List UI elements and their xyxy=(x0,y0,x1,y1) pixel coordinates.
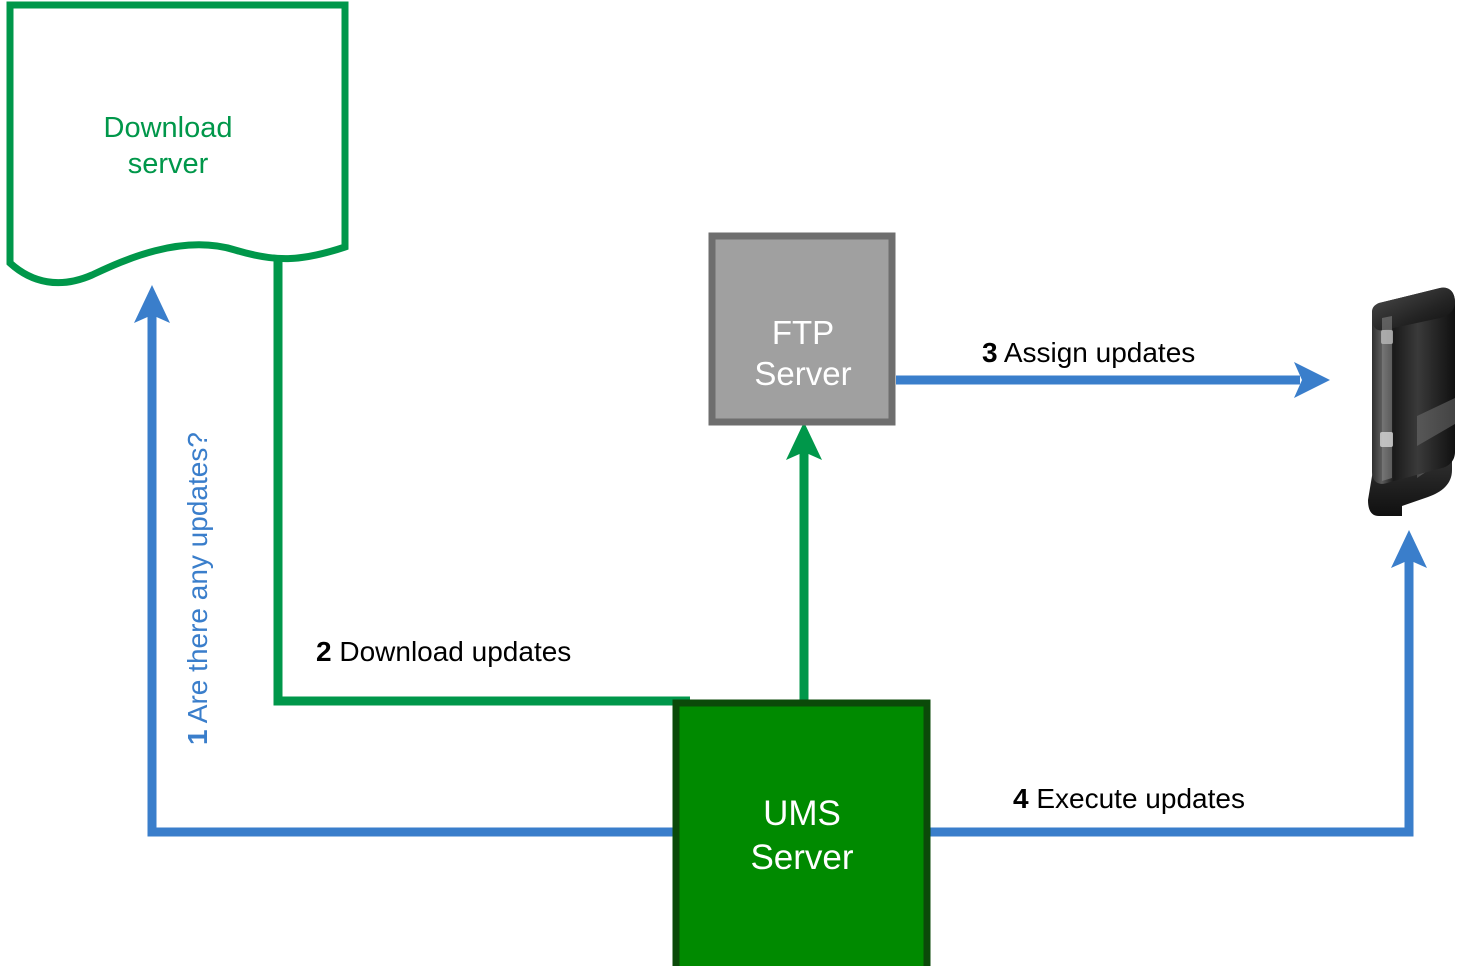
download-server-label-line1: Download xyxy=(104,112,233,144)
edge-3-label-text: 3 Assign updates xyxy=(982,337,1195,368)
edge-ums-to-ftp-arrow xyxy=(786,422,822,700)
edge-1-label-text: 1 Are there any updates? xyxy=(182,432,213,745)
edge-4-label: 4 Execute updates xyxy=(1013,783,1245,814)
edge-3-assign-updates xyxy=(896,362,1330,398)
edge-1-arrowhead xyxy=(134,285,170,323)
node-ftp-server[interactable]: FTP Server xyxy=(708,232,896,426)
ftp-server-label-line2: Server xyxy=(754,355,851,392)
edge-3-step-number: 3 xyxy=(982,337,998,368)
edge-4-execute-updates xyxy=(930,530,1427,837)
edge-4-step-number: 4 xyxy=(1013,783,1029,814)
ums-server-label-line1: UMS xyxy=(763,794,841,833)
download-server-label-line2: server xyxy=(128,148,209,180)
ftp-server-label-line1: FTP xyxy=(772,314,834,351)
device-power-icon xyxy=(1380,432,1393,447)
edge-1-are-there-any-updates xyxy=(134,285,690,837)
edge-1-label: 1 Are there any updates? xyxy=(182,432,213,745)
edge-2-step-number: 2 xyxy=(316,636,332,667)
edge-4-arrowhead xyxy=(1391,530,1427,568)
edge-4-line xyxy=(930,558,1414,837)
ftp-server-shape xyxy=(708,232,896,426)
edge-3-arrowhead xyxy=(1294,362,1330,398)
node-thin-client-device[interactable] xyxy=(1368,287,1455,516)
edge-2-line xyxy=(273,258,690,706)
edge-4-label-text: 4 Execute updates xyxy=(1013,783,1245,814)
edge-2-label-text: 2 Download updates xyxy=(316,636,571,667)
ums-server-shape xyxy=(672,699,931,966)
edge-2-download-updates xyxy=(273,258,690,706)
edge-3-label: 3 Assign updates xyxy=(982,337,1195,368)
ums-server-label-line2: Server xyxy=(750,838,853,877)
download-server-shape xyxy=(6,1,349,287)
node-ums-server[interactable]: UMS Server xyxy=(672,699,931,966)
edge-1-step-number: 1 xyxy=(182,729,213,745)
node-download-server[interactable]: Download server xyxy=(6,1,349,287)
device-side-sheen xyxy=(1417,398,1455,446)
edge-ums-to-ftp-arrowhead xyxy=(786,422,822,460)
edge-2-label: 2 Download updates xyxy=(316,636,571,667)
device-top-bevel xyxy=(1372,287,1455,331)
device-logo-icon xyxy=(1381,330,1393,344)
edge-1-line xyxy=(147,312,690,837)
